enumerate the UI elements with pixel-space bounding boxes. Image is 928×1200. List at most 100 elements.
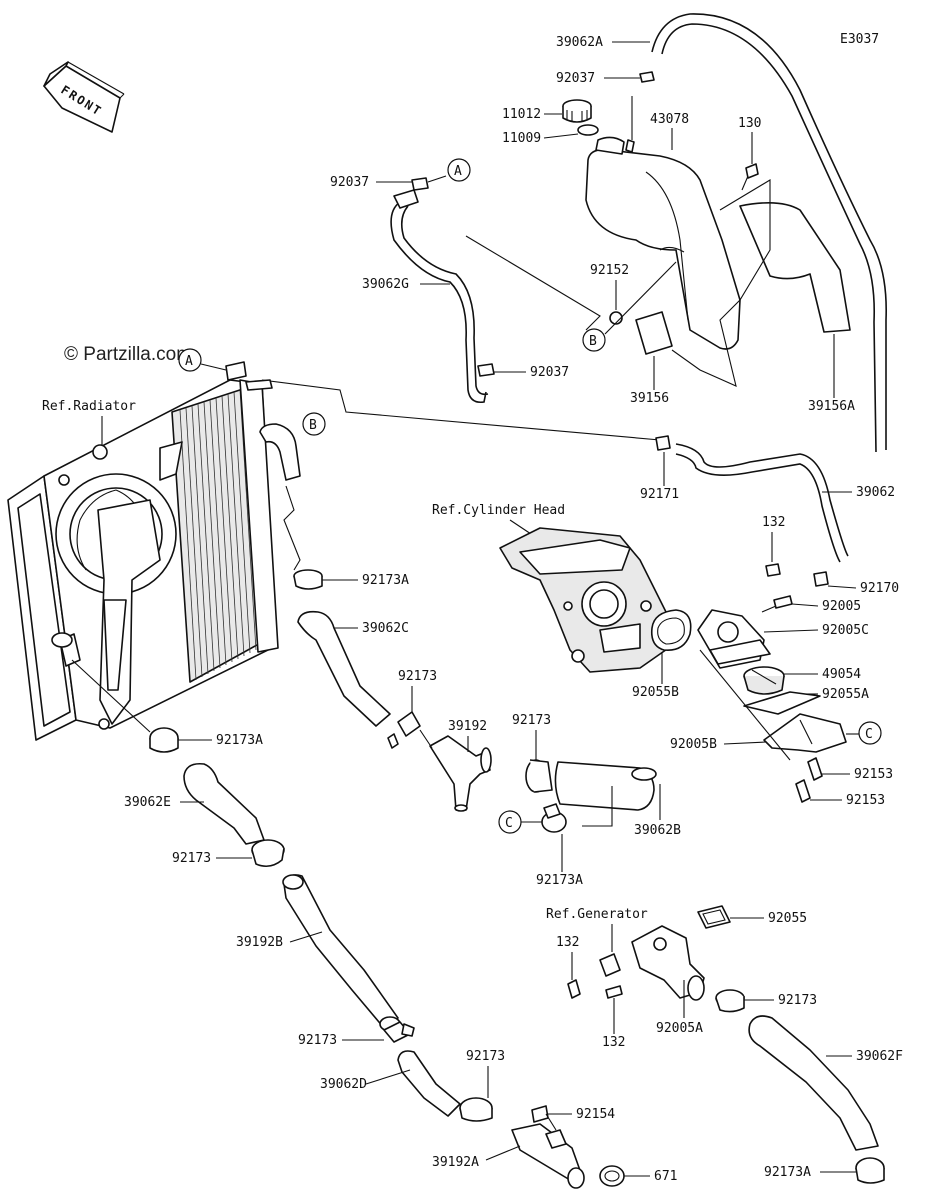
clamp-92173-mid — [387, 711, 421, 749]
clamp-92173-left — [251, 839, 285, 868]
clip-92037-left — [411, 177, 429, 191]
front-arrow-icon: FRONT — [43, 61, 125, 133]
callout-92173a-top: 92173A — [362, 573, 409, 588]
marker-a-radiator: A — [178, 348, 202, 372]
radiator — [7, 379, 279, 741]
callout-92173-mid: 92173 — [398, 669, 437, 684]
pad-39156 — [635, 311, 673, 355]
hose-39062d — [397, 1050, 461, 1117]
callout-39192: 39192 — [448, 719, 487, 734]
bolt-92153-a — [807, 757, 823, 781]
grommet-92152 — [609, 311, 623, 325]
hose-39062e — [183, 762, 265, 845]
svg-text:C: C — [865, 727, 873, 742]
callout-92173-bottom: 92173 — [466, 1049, 505, 1064]
bolt-92154 — [531, 1105, 557, 1131]
gasket-92055a — [743, 691, 821, 715]
bolt-132-gen-b — [605, 985, 623, 999]
marker-c-mid: C — [498, 810, 522, 834]
callout-92173-left: 92173 — [172, 851, 211, 866]
callout-11012: 11012 — [502, 107, 541, 122]
callout-92173-gen: 92173 — [778, 993, 817, 1008]
callout-92171: 92171 — [640, 487, 679, 502]
callout-39192a: 39192A — [432, 1155, 479, 1170]
callout-132-gen-a: 132 — [556, 935, 579, 950]
marker-c-thermostat: C — [858, 721, 882, 745]
callout-92005: 92005 — [822, 599, 861, 614]
callout-132-head: 132 — [762, 515, 785, 530]
callout-39192b: 39192B — [236, 935, 283, 950]
callout-92154: 92154 — [576, 1107, 615, 1122]
reservoir-tank-43078 — [585, 136, 741, 350]
svg-text:A: A — [185, 354, 193, 369]
callout-39062: 39062 — [856, 485, 895, 500]
svg-text:C: C — [505, 816, 513, 831]
bolt-132-gen-a — [567, 979, 581, 999]
gasket-92055 — [697, 905, 731, 929]
callout-92037-left: 92037 — [330, 175, 369, 190]
ref-cylinder-head: Ref.Cylinder Head — [432, 503, 565, 518]
marker-b-radiator: B — [302, 412, 326, 436]
clip-92037-top — [639, 71, 655, 83]
callout-11009: 11009 — [502, 131, 541, 146]
callout-39062g: 39062G — [362, 277, 409, 292]
svg-text:A: A — [454, 164, 462, 179]
clamp-92173a-bottom — [855, 1157, 885, 1184]
hose-39062g — [390, 201, 489, 404]
callout-39062a: 39062A — [556, 35, 603, 50]
hose-elbow-b — [259, 423, 301, 481]
callout-92005c: 92005C — [822, 623, 869, 638]
callout-92055: 92055 — [768, 911, 807, 926]
radiator-fins — [179, 389, 257, 681]
thermostat-49054 — [743, 666, 785, 695]
diagram-code: E3037 — [840, 32, 879, 47]
ref-radiator: Ref.Radiator — [42, 399, 136, 414]
watermark: © Partzilla.com — [64, 344, 192, 365]
callout-92170: 92170 — [860, 581, 899, 596]
callout-49054: 49054 — [822, 667, 861, 682]
generator-boss — [599, 953, 621, 977]
callout-92005b: 92005B — [670, 737, 717, 752]
callout-92173a-bottom: 92173A — [764, 1165, 811, 1180]
bolt-132-head — [765, 563, 781, 577]
bolt-92153-b — [795, 779, 811, 803]
ref-generator: Ref.Generator — [546, 907, 648, 922]
clamp-92173-bottom — [459, 1097, 493, 1122]
callout-92173-low: 92173 — [298, 1033, 337, 1048]
clamp-92170 — [813, 571, 829, 587]
callout-39062d: 39062D — [320, 1077, 367, 1092]
bracket-39156a — [739, 202, 851, 333]
marker-b-reservoir: B — [582, 328, 606, 352]
callout-130: 130 — [738, 116, 761, 131]
thermostat-housing — [697, 609, 771, 669]
callout-39156a: 39156A — [808, 399, 855, 414]
callout-92153-b: 92153 — [846, 793, 885, 808]
pipe-39192b — [282, 874, 401, 1032]
callout-39062e: 39062E — [124, 795, 171, 810]
callout-671: 671 — [654, 1169, 677, 1184]
clamp-92173-right — [525, 759, 553, 793]
callout-92152: 92152 — [590, 263, 629, 278]
callout-92173a-mid: 92173A — [536, 873, 583, 888]
callout-39156: 39156 — [630, 391, 669, 406]
clamp-92173-gen — [715, 989, 745, 1013]
callout-92005a: 92005A — [656, 1021, 703, 1036]
hose-39062 — [675, 443, 849, 563]
svg-text:B: B — [309, 418, 317, 433]
pipe-39192a — [511, 1123, 585, 1189]
callout-92055a: 92055A — [822, 687, 869, 702]
callout-92037-top: 92037 — [556, 71, 595, 86]
svg-text:B: B — [589, 334, 597, 349]
callout-92173-right: 92173 — [512, 713, 551, 728]
hose-39062c — [297, 610, 391, 727]
cylinder-head — [499, 527, 681, 673]
clip-92037-bottom — [477, 363, 495, 377]
clamp-92171 — [655, 435, 671, 451]
clamp-92173a-mid — [541, 803, 567, 833]
callout-92055b: 92055B — [632, 685, 679, 700]
callout-39062f: 39062F — [856, 1049, 903, 1064]
clamp-92173-low — [383, 1021, 415, 1043]
hose-39062b — [554, 761, 657, 811]
clamp-92173a-left — [149, 727, 179, 753]
